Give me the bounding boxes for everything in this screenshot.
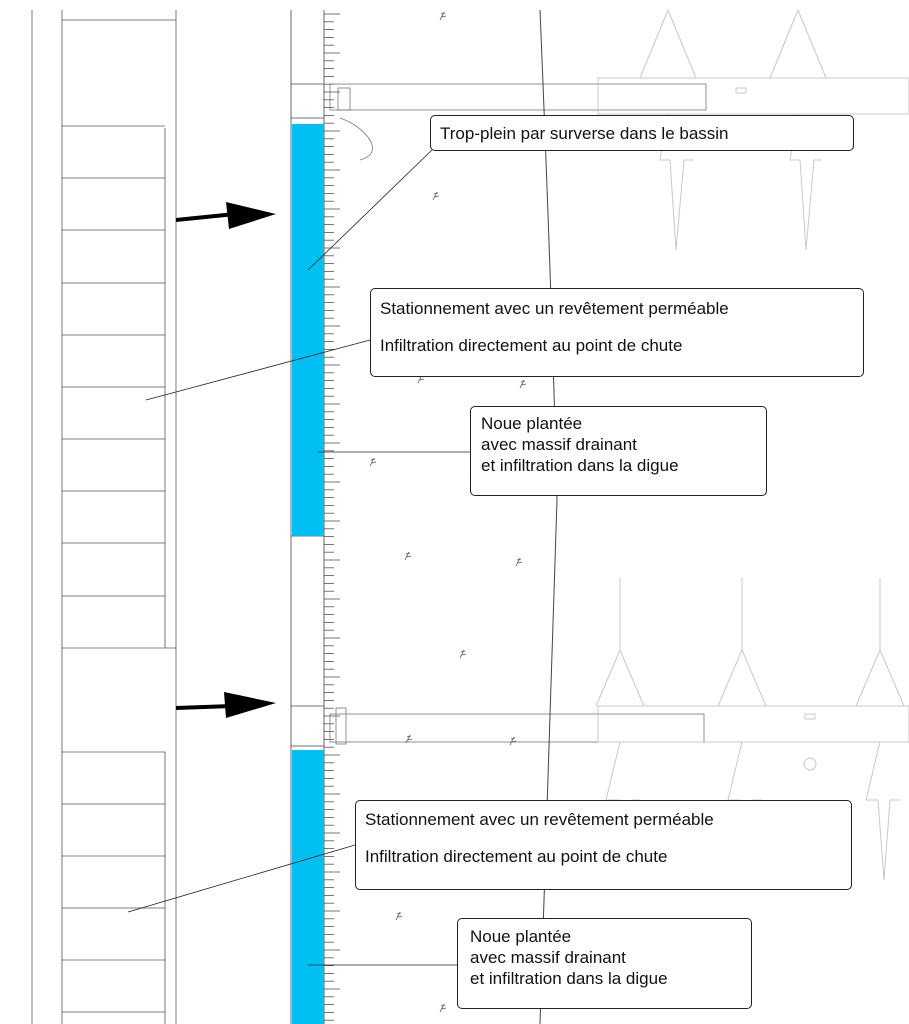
background-structures bbox=[595, 9, 909, 881]
flow-arrow-icon bbox=[175, 202, 276, 229]
callout-parking-bottom-line2: Infiltration directement au point de chu… bbox=[365, 847, 668, 866]
building-outline bbox=[31, 10, 177, 1024]
callout-parking-top-line1: Stationnement avec un revêtement perméab… bbox=[380, 299, 729, 318]
callout-parking-top: Stationnement avec un revêtement perméab… bbox=[370, 288, 864, 377]
swale-bottom bbox=[292, 750, 324, 1024]
callout-parking-bottom-line1: Stationnement avec un revêtement perméab… bbox=[365, 810, 714, 829]
tree-icon bbox=[459, 649, 467, 659]
overflow-pipe-top bbox=[329, 83, 707, 161]
callout-swale-bottom-line2: avec massif drainant bbox=[470, 948, 626, 967]
swale-top bbox=[292, 124, 324, 536]
callout-swale-bottom: Noue plantée avec massif drainant et inf… bbox=[457, 918, 752, 1009]
callout-swale-top: Noue plantée avec massif drainant et inf… bbox=[470, 406, 767, 496]
overflow-pipe-bottom bbox=[329, 707, 705, 745]
callout-overflow-text: Trop-plein par surverse dans le bassin bbox=[440, 124, 729, 143]
callout-parking-bottom: Stationnement avec un revêtement perméab… bbox=[355, 800, 852, 890]
callout-swale-bottom-line3: et infiltration dans la digue bbox=[470, 969, 668, 988]
tree-icon bbox=[519, 379, 527, 389]
callout-swale-top-line1: Noue plantée bbox=[481, 414, 583, 433]
tree-symbols bbox=[369, 11, 527, 1013]
callout-swale-top-line2: avec massif drainant bbox=[481, 435, 637, 454]
tree-icon bbox=[439, 11, 447, 21]
tree-icon bbox=[395, 911, 403, 921]
leader-lines bbox=[127, 149, 470, 966]
callout-swale-bottom-line1: Noue plantée bbox=[470, 927, 572, 946]
tree-icon bbox=[439, 1003, 447, 1013]
tree-icon bbox=[405, 734, 413, 744]
callout-swale-top-line3: et infiltration dans la digue bbox=[481, 456, 679, 475]
tree-icon bbox=[432, 191, 440, 201]
callout-overflow: Trop-plein par surverse dans le bassin bbox=[430, 115, 854, 151]
tree-icon bbox=[509, 736, 517, 746]
callout-parking-top-line2: Infiltration directement au point de chu… bbox=[380, 336, 683, 355]
tree-icon bbox=[404, 551, 412, 561]
scale-ticks bbox=[324, 13, 340, 1021]
tree-icon bbox=[369, 457, 377, 467]
tree-icon bbox=[515, 557, 523, 567]
flow-arrow-icon bbox=[175, 692, 276, 718]
